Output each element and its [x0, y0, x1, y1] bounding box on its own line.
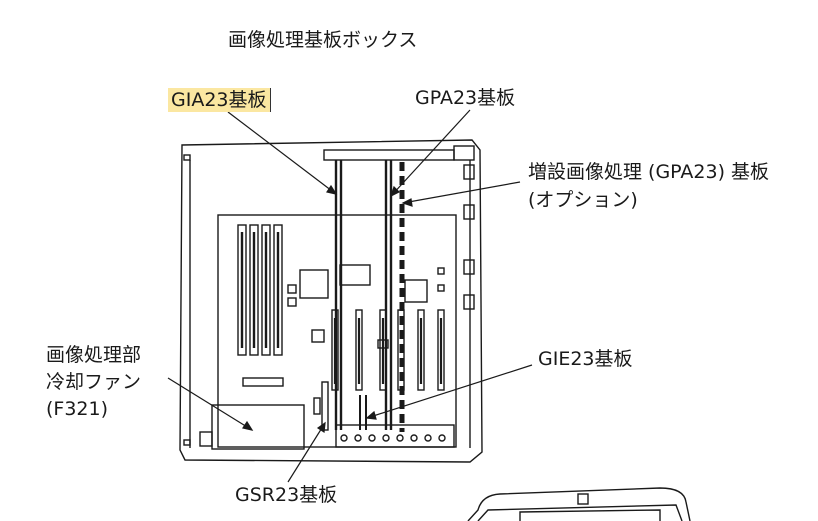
label-fan-line3: (F321)	[46, 398, 109, 420]
backplane-board	[217, 214, 457, 448]
label-gpa23: GPA23基板	[415, 87, 516, 109]
label-fan-line2: 冷却ファン	[46, 371, 142, 393]
box-enclosure	[179, 139, 483, 463]
diagram-title: 画像処理基板ボックス	[228, 29, 418, 51]
card-guide-rail	[323, 145, 475, 161]
label-gpa23-option-line1: 増設画像処理 (GPA23) 基板	[528, 161, 770, 183]
label-gpa23-option-line2: (オプション)	[528, 189, 638, 211]
label-gsr23: GSR23基板	[235, 484, 338, 506]
label-gie23: GIE23基板	[538, 348, 633, 370]
gie23-board	[359, 395, 367, 430]
bottom-connector-panel	[335, 424, 455, 448]
gpa23-board	[384, 160, 393, 430]
cooling-fan	[199, 404, 305, 450]
adjacent-unit-outline	[467, 487, 691, 521]
label-gia23-text: GIA23基板	[168, 88, 271, 112]
leader-lines	[167, 109, 533, 483]
label-gia23: GIA23基板	[168, 88, 271, 112]
gia23-board	[334, 160, 343, 430]
label-fan-line1: 画像処理部	[46, 344, 142, 366]
